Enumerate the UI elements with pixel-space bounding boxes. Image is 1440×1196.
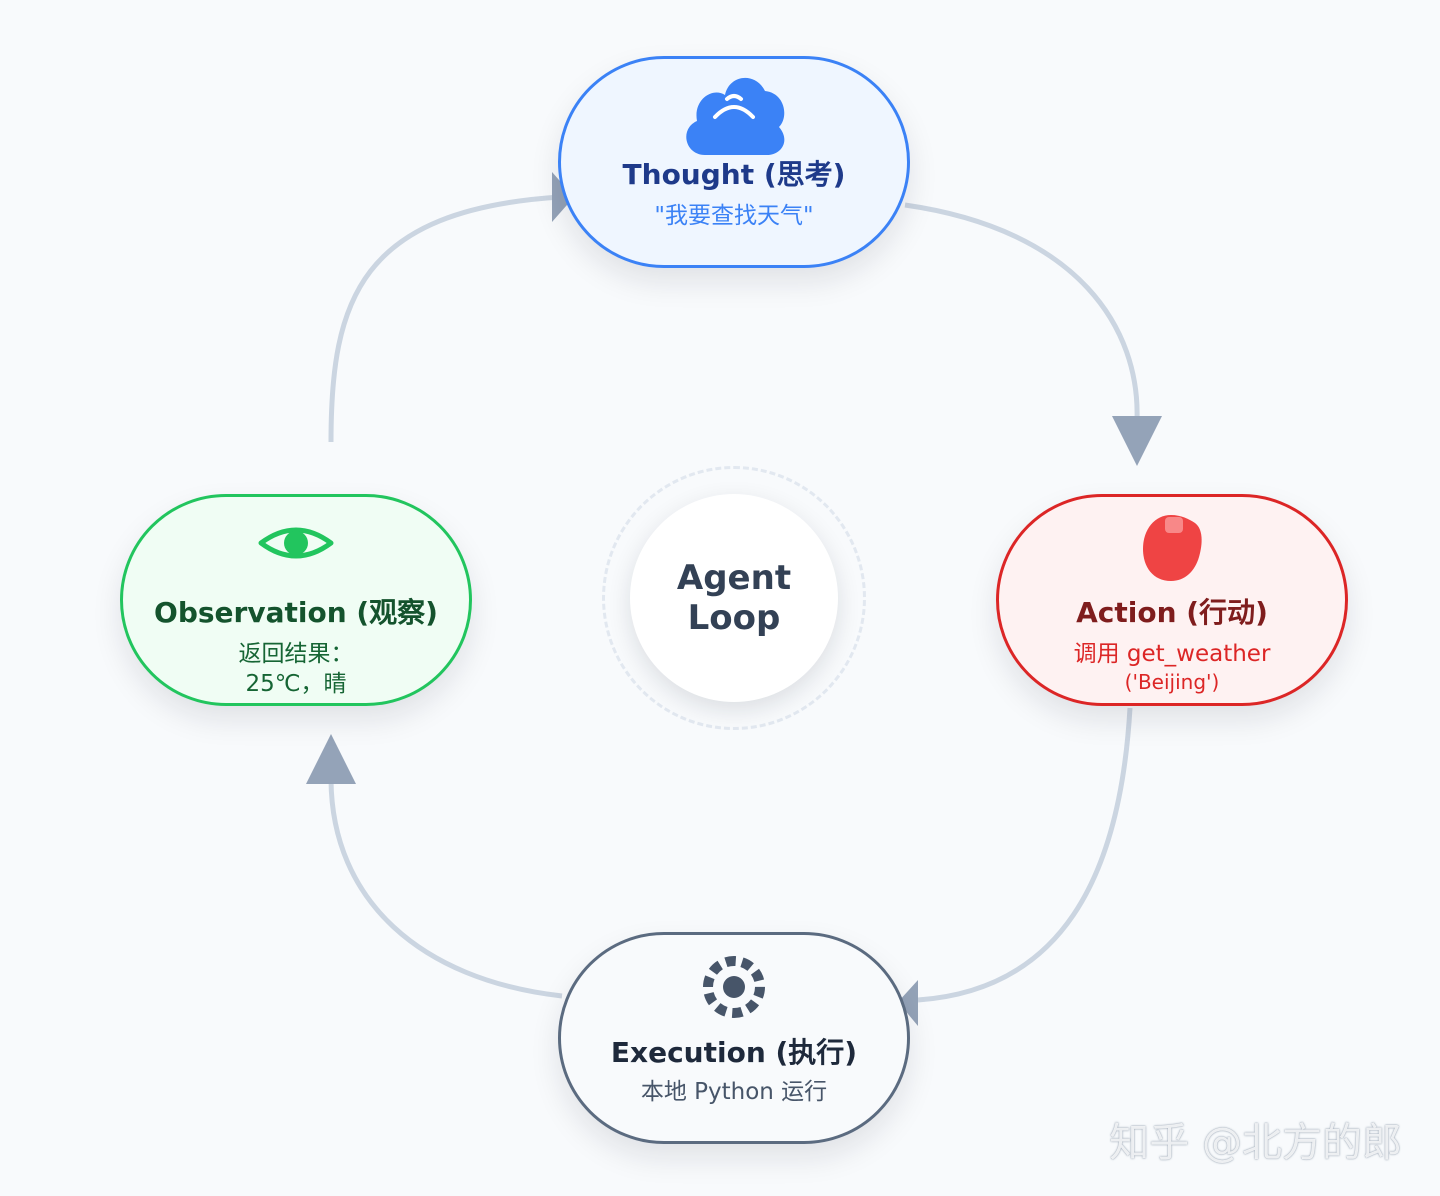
eye-icon (257, 523, 335, 567)
cloud-icon (679, 67, 789, 161)
red-blob-icon (1137, 509, 1207, 587)
thought-node: Thought (思考) "我要查找天气" (558, 56, 910, 268)
arrowhead-left-execution (898, 980, 918, 1026)
thought-subtitle-line1: "我要查找天气" (654, 203, 814, 229)
execution-subtitle: 本地 Python 运行 (561, 1077, 907, 1107)
observation-subtitle-line1: 返回结果： (238, 641, 354, 667)
observation-node: Observation (观察) 返回结果： 25℃，晴 (120, 494, 472, 706)
observation-subtitle: 返回结果： 25℃，晴 (123, 639, 469, 699)
execution-node: Execution (执行) 本地 Python 运行 (558, 932, 910, 1144)
action-subtitle-line2: ('Beijing') (1124, 670, 1220, 694)
arrow-thought-to-action (904, 202, 1140, 421)
gear-icon (700, 953, 768, 1025)
center-label-line2: Loop (687, 598, 781, 638)
arrow-observation-to-thought (328, 194, 561, 443)
execution-title: Execution (执行) (610, 1036, 858, 1069)
action-title: Action (行动) (1076, 596, 1268, 629)
observation-title: Observation (观察) (154, 596, 438, 629)
arrow-execution-to-observation (328, 779, 563, 999)
action-subtitle: 调用 get_weather ('Beijing') (999, 639, 1345, 695)
action-node: Action (行动) 调用 get_weather ('Beijing') (996, 494, 1348, 706)
zhihu-watermark: 知乎 @北方的郎 (1109, 1120, 1402, 1166)
center-dashed-ring (602, 466, 866, 730)
arrowhead-down-action (1112, 416, 1162, 466)
arrowhead-up-observation (306, 734, 356, 784)
arrow-action-to-execution (917, 707, 1133, 1003)
observation-subtitle-line2: 25℃，晴 (245, 671, 347, 697)
center-label-line1: Agent (676, 558, 792, 598)
thought-title: Thought (思考) (622, 158, 846, 191)
execution-subtitle-line1: 本地 Python 运行 (640, 1079, 828, 1105)
thought-subtitle: "我要查找天气" (561, 201, 907, 231)
center-agent-loop: Agent Loop (630, 494, 838, 702)
action-subtitle-line1: 调用 get_weather (1073, 641, 1271, 667)
